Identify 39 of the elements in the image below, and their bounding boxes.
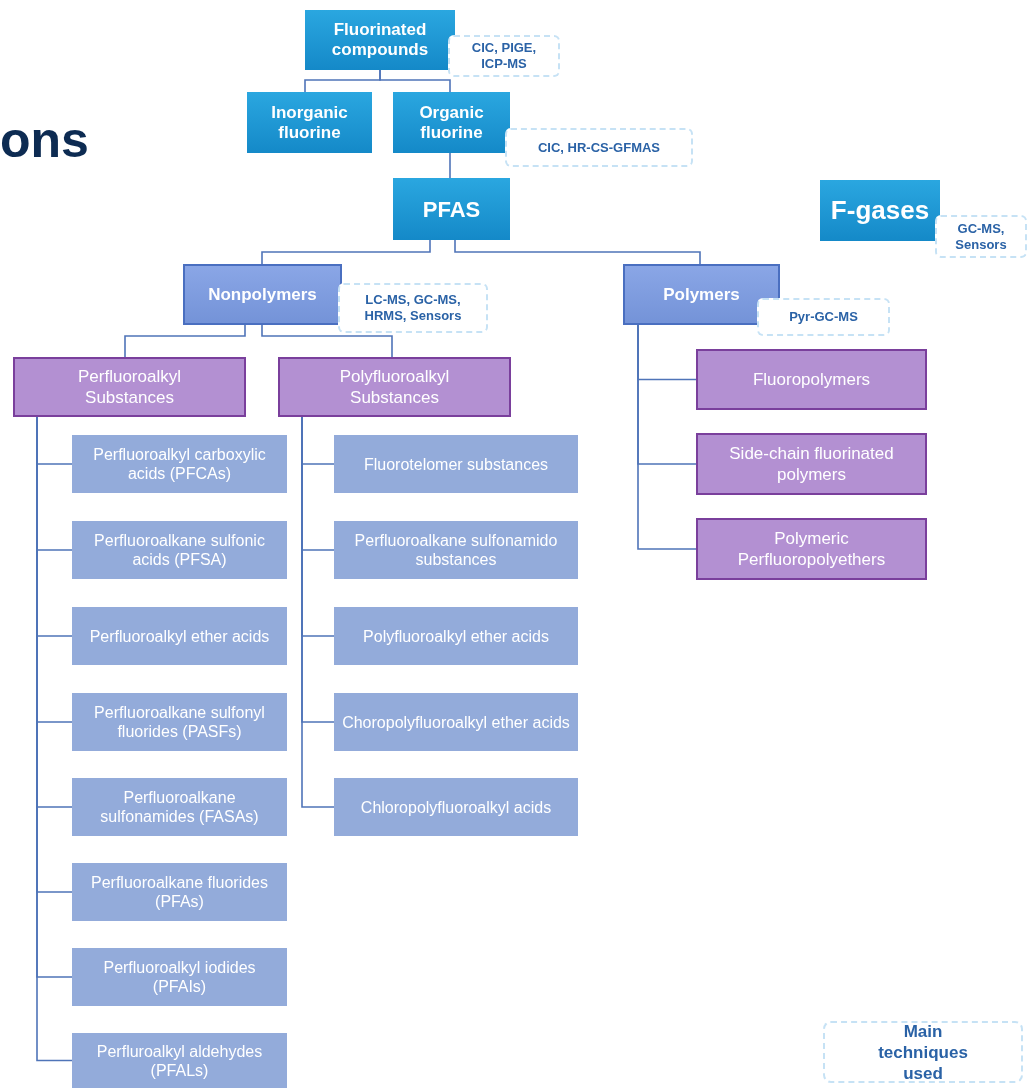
class-box: F-gases — [820, 180, 940, 241]
category-box: Perfluoroalkane sulfonic acids (PFSA) — [72, 521, 287, 579]
category-box: Perfluroalkyl aldehydes (PFALs) — [72, 1033, 287, 1088]
technique-note: Pyr-GC-MS — [757, 298, 890, 336]
category-box: Fluorotelomer substances — [334, 435, 578, 493]
class-box: Organic fluorine — [393, 92, 510, 153]
class-box: Polyfluoroalkyl Substances — [278, 357, 511, 417]
class-box: Nonpolymers — [183, 264, 342, 325]
class-box: PFAS — [393, 178, 510, 240]
category-box: Chloropolyfluoroalkyl acids — [334, 778, 578, 836]
connector-line — [637, 324, 697, 550]
class-box: Fluorinated compounds — [305, 10, 455, 70]
class-box: Fluoropolymers — [696, 349, 927, 410]
connector-line — [454, 239, 701, 265]
connector-line — [379, 69, 451, 93]
category-box: Perfluoroalkane sulfonamides (FASAs) — [72, 778, 287, 836]
category-box: Perfluoroalkane sulfonyl fluorides (PASFs) — [72, 693, 287, 751]
connector-line — [261, 239, 431, 265]
category-box: Perfluoroalkyl iodides (PFAIs) — [72, 948, 287, 1006]
category-box: Polyfluoroalkyl ether acids — [334, 607, 578, 665]
class-box: Inorganic fluorine — [247, 92, 372, 153]
connector-line — [261, 324, 393, 358]
technique-note: CIC, PIGE, ICP-MS — [448, 35, 560, 77]
connector-line — [449, 152, 451, 179]
technique-note: CIC, HR-CS-GFMAS — [505, 128, 693, 167]
class-box: Polymers — [623, 264, 780, 325]
connector-line — [124, 324, 246, 358]
class-box: Side-chain fluorinated polymers — [696, 433, 927, 495]
technique-note: LC-MS, GC-MS, HRMS, Sensors — [338, 283, 488, 333]
category-box: Perfluoroalkyl ether acids — [72, 607, 287, 665]
legend-box: Main techniques used — [823, 1021, 1023, 1083]
category-box: Perfluoroalkane fluorides (PFAs) — [72, 863, 287, 921]
technique-note: GC-MS, Sensors — [935, 215, 1027, 258]
category-box: Perfluoroalkyl carboxylic acids (PFCAs) — [72, 435, 287, 493]
category-box: Perfluoroalkane sulfonamido substances — [334, 521, 578, 579]
category-box: Choropolyfluoroalkyl ether acids — [334, 693, 578, 751]
class-box: Polymeric Perfluoropolyethers — [696, 518, 927, 580]
class-box: Perfluoroalkyl Substances — [13, 357, 246, 417]
title-fragment: ons — [0, 112, 89, 168]
